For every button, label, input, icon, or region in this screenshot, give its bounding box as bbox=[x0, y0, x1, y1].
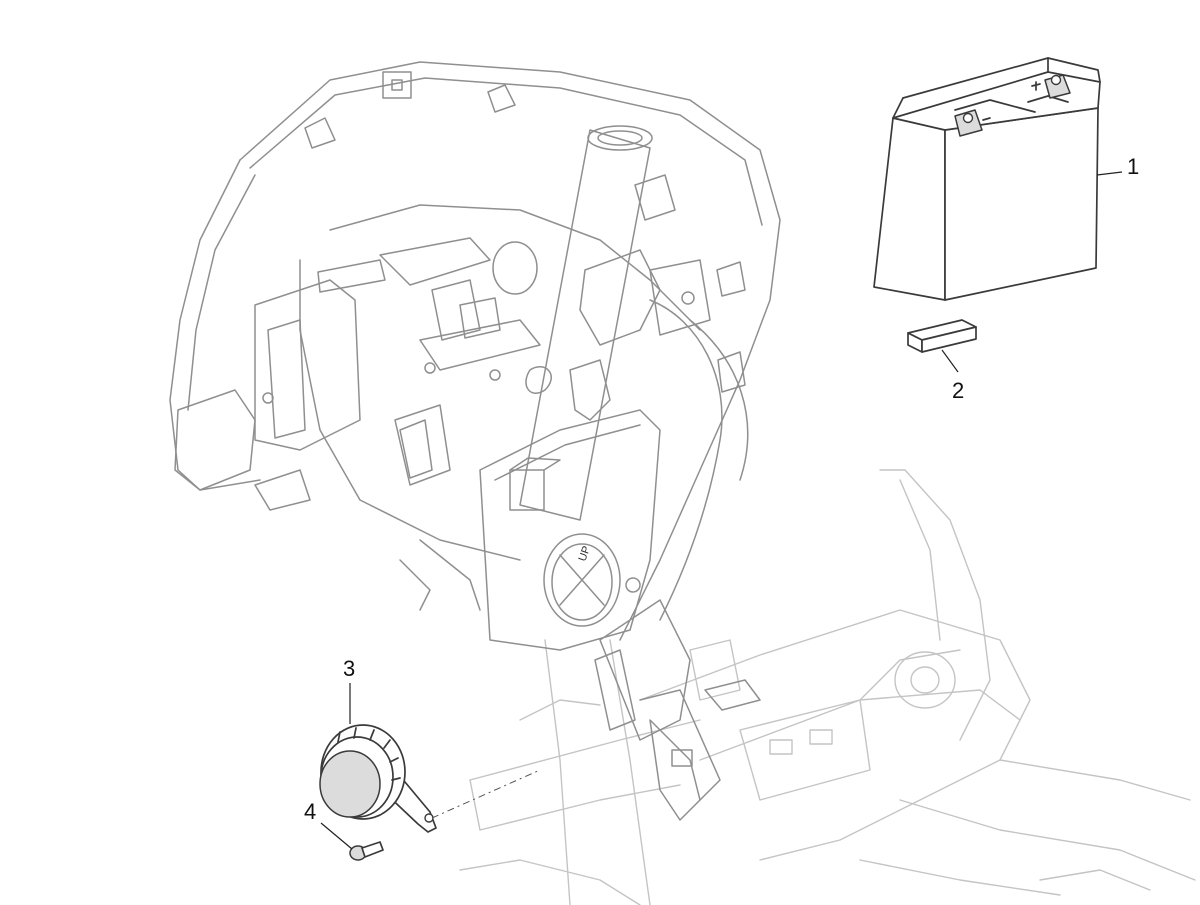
callout-4: 4 bbox=[304, 799, 316, 824]
callout-1: 1 bbox=[1127, 154, 1139, 179]
callout-3: 3 bbox=[343, 656, 355, 681]
scooter-frame-context bbox=[459, 469, 1196, 905]
front-shield-assembly bbox=[169, 61, 781, 821]
fuse-block bbox=[907, 319, 977, 353]
horn bbox=[319, 724, 437, 833]
callout-leaders bbox=[320, 171, 1123, 850]
up-marking: UP bbox=[577, 545, 594, 563]
callout-2: 2 bbox=[952, 378, 964, 403]
battery bbox=[873, 57, 1101, 301]
assembly-axis-line bbox=[431, 769, 541, 819]
screw bbox=[349, 841, 384, 861]
